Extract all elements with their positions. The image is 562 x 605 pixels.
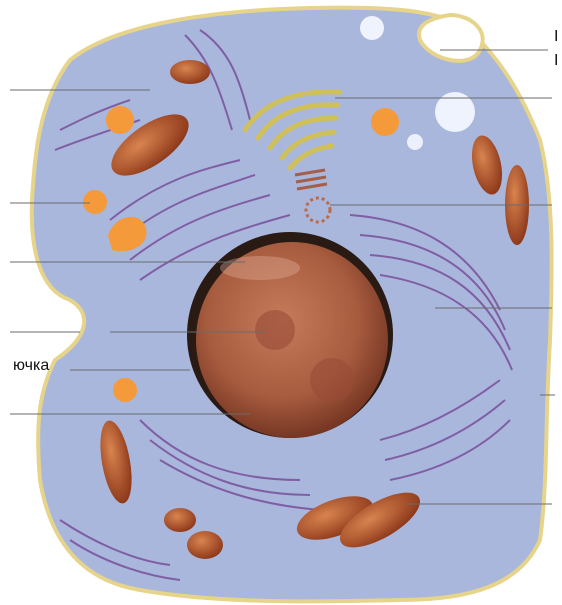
label-right-partial-1: I [554, 28, 558, 46]
mitochondrion [187, 531, 223, 559]
vacuole-small [360, 16, 384, 40]
lysosome [106, 106, 134, 134]
label-left-partial: ючка [13, 357, 49, 375]
label-right-partial-2: I [554, 52, 558, 70]
mitochondrion [164, 508, 196, 532]
lysosome [83, 190, 107, 214]
nucleus-highlight [220, 256, 300, 280]
vacuole-tiny [407, 134, 423, 150]
lysosome [113, 378, 137, 402]
mitochondrion [170, 60, 210, 84]
nucleolus [310, 358, 354, 402]
nucleolus [255, 310, 295, 350]
lysosome [371, 108, 399, 136]
